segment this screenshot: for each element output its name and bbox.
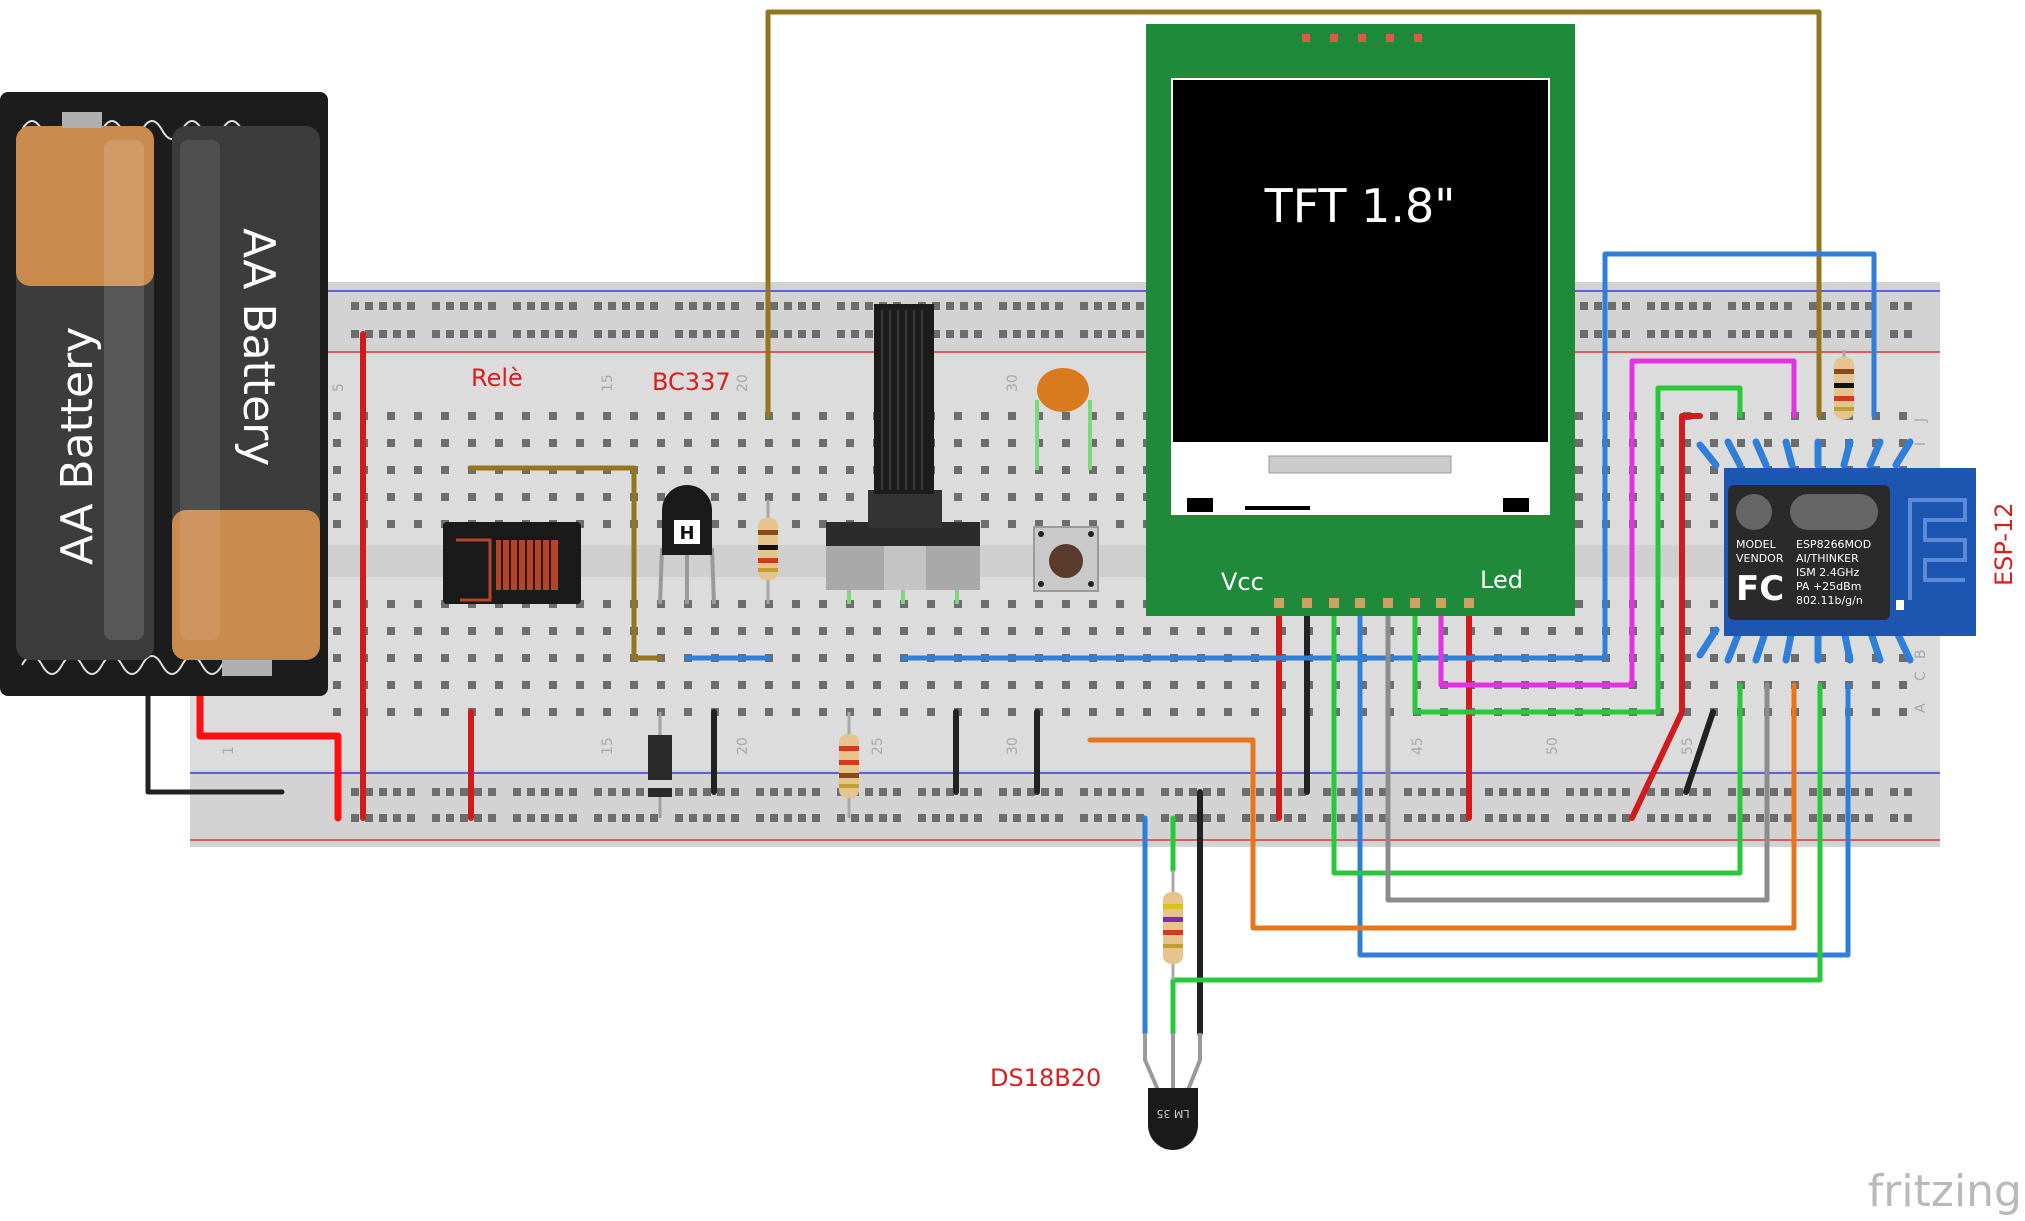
wire-brown-relay	[467, 465, 663, 661]
row-letter: C	[1913, 671, 1929, 681]
diode	[648, 712, 672, 818]
wire-blue-tft-esp	[1357, 600, 1851, 958]
esp12-module: MODEL VENDOR FC ESP8266MOD AI/THINKER IS…	[1696, 438, 2018, 664]
push-button	[1033, 526, 1099, 592]
column-numbers: 1 5 15 15 20 20 25 30 30 45 50 55 J I C …	[221, 374, 1929, 755]
column-number: 25	[870, 737, 886, 755]
column-number: 30	[1005, 374, 1021, 392]
column-number: 15	[600, 374, 616, 392]
esp-pins-top	[1696, 438, 1914, 469]
esp-vendor-label: VENDOR	[1736, 552, 1784, 565]
wire-green-tft-1	[1331, 600, 1743, 876]
potentiometer	[826, 304, 980, 604]
wire-battery-black	[145, 687, 285, 795]
row-letter: I	[1913, 442, 1929, 446]
wire-battery-red	[196, 686, 342, 822]
relay: Relè	[443, 364, 581, 604]
wire-brown-top	[765, 9, 1822, 419]
column-number: 20	[735, 374, 751, 392]
esp-antenna-trace	[1908, 498, 1967, 600]
wire-green-tft-2	[1412, 385, 1743, 715]
esp-model-label: MODEL	[1736, 538, 1777, 551]
battery-cell-2: AA Battery	[172, 126, 320, 676]
esp-label: ESP-12	[1990, 502, 2018, 586]
esp-spec-2: PA +25dBm	[1796, 580, 1861, 593]
resistor-1	[758, 500, 778, 604]
row-letter: A	[1913, 703, 1929, 713]
svg-text:H: H	[679, 523, 694, 544]
tft-led-label: Led	[1480, 566, 1523, 594]
resistor-3	[1834, 350, 1854, 420]
column-number: 30	[1005, 737, 1021, 755]
column-number: 15	[600, 737, 616, 755]
tft-screen	[1173, 80, 1548, 442]
esp-model-value: ESP8266MOD	[1796, 538, 1871, 551]
tft-pins	[1274, 598, 1474, 608]
column-number: 45	[1410, 737, 1426, 755]
column-number: 5	[331, 383, 347, 392]
esp-fc-mark: FC	[1736, 569, 1784, 609]
battery-cell-1: AA Battery	[16, 112, 154, 660]
wire-gray	[1385, 600, 1770, 903]
tft-vcc-label: Vcc	[1221, 568, 1264, 596]
resistor-2	[839, 712, 859, 818]
battery-label-1: AA Battery	[52, 327, 103, 565]
sensor-marking: LM 35	[1156, 1107, 1189, 1120]
sensor-label: DS18B20	[990, 1064, 1101, 1092]
transistor-label: BC337	[652, 368, 731, 396]
fritzing-watermark: fritzing	[1868, 1166, 2022, 1217]
wire-red-esp	[1629, 413, 1703, 821]
battery-label-2: AA Battery	[233, 228, 284, 466]
tft-title: TFT 1.8"	[1264, 179, 1456, 233]
ds18b20-sensor: LM 35 DS18B20	[990, 1033, 1202, 1150]
column-number: 50	[1545, 737, 1561, 755]
wire-black-esp	[1683, 709, 1716, 795]
column-number: 1	[221, 746, 237, 755]
esp-spec-1: ISM 2.4GHz	[1796, 566, 1860, 579]
row-letter: J	[1913, 418, 1929, 423]
esp-spec-3: 802.11b/g/n	[1796, 594, 1863, 607]
tft-module: TFT 1.8" Vcc Led	[1146, 24, 1575, 616]
column-number: 20	[735, 737, 751, 755]
battery-pack: AA Battery AA Battery	[0, 92, 328, 696]
wire-orange	[1087, 682, 1797, 931]
column-number: 55	[1680, 737, 1696, 755]
wire-green-esp	[1170, 682, 1823, 1036]
wire-blue-pot-esp	[900, 251, 1877, 661]
relay-label: Relè	[471, 364, 523, 392]
ceramic-capacitor	[1035, 368, 1092, 470]
transistor-bc337: H BC337	[652, 368, 731, 605]
wire-magenta	[1438, 358, 1797, 688]
row-letter: B	[1913, 649, 1929, 659]
esp-vendor-value: AI/THINKER	[1796, 552, 1859, 565]
wires	[145, 9, 1877, 1036]
resistor-4	[1163, 870, 1183, 980]
